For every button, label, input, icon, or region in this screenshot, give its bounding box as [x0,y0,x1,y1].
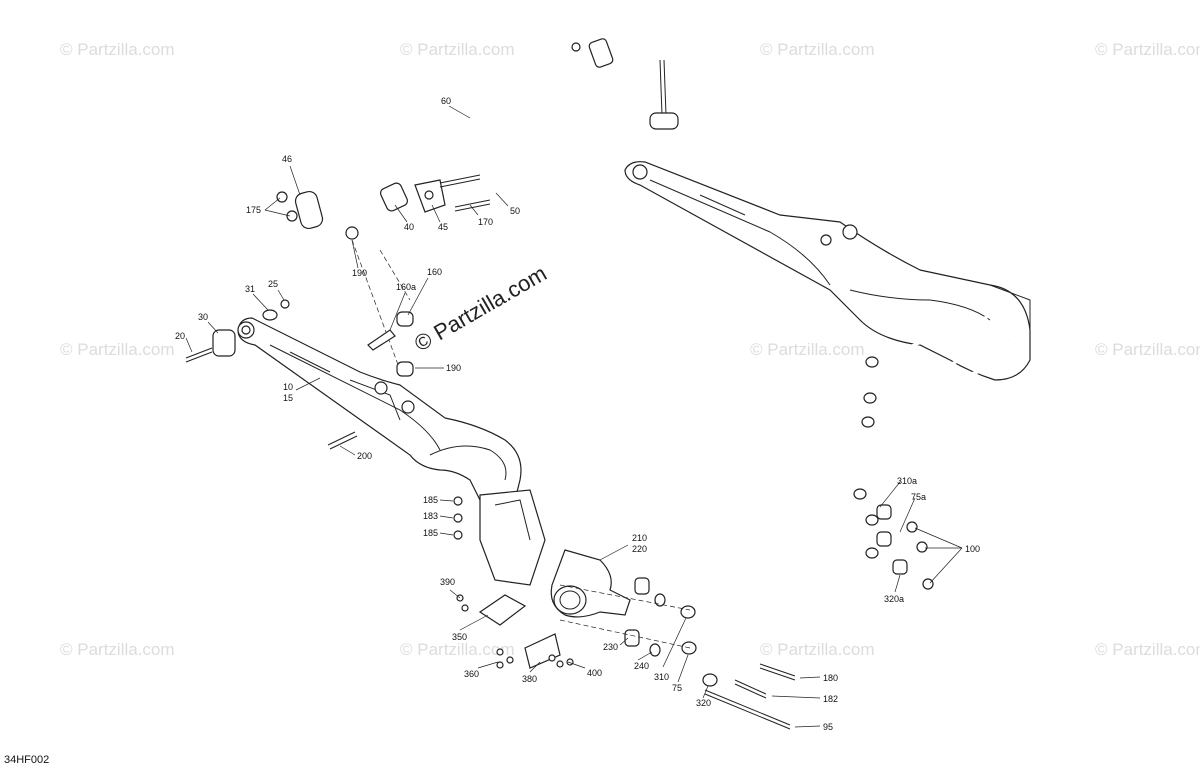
callout-230: 230 [603,642,618,652]
stabilizer-bar [276,38,679,371]
callout-350: 350 [452,632,467,642]
callout-360: 360 [464,669,479,679]
diagram-code: 34HF002 [4,754,50,766]
knuckle [550,549,666,657]
callout-75: 75 [672,683,682,693]
callout-190: 190 [352,268,367,278]
callout-20: 20 [175,331,185,341]
callout-180: 180 [823,673,838,683]
callout-40: 40 [404,222,414,232]
watermark: © Partzilla.com [750,340,865,359]
callout-10: 10 [283,382,293,392]
callout-95: 95 [823,722,833,732]
callout-160a: 160a [396,282,416,292]
trailing-arm-left [185,299,546,586]
callout-185: 185 [423,495,438,505]
callout-30: 30 [198,312,208,322]
lateral-links [559,488,934,730]
watermark: © Partzilla.com [400,40,515,59]
callout-185: 185 [423,528,438,538]
callout-380: 380 [522,674,537,684]
callout-310a: 310a [897,476,917,486]
callout-170: 170 [478,217,493,227]
callout-320a: 320a [884,594,904,604]
callout-220: 220 [632,544,647,554]
callout-31: 31 [245,284,255,294]
callout-310: 310 [654,672,669,682]
stabilizer-link [367,311,414,377]
watermark: © Partzilla.com [60,640,175,659]
leader-lines [185,105,963,728]
callout-100: 100 [965,544,980,554]
callout-25: 25 [268,279,278,289]
callout-175: 175 [246,205,261,215]
callout-46: 46 [282,154,292,164]
callout-183: 183 [423,511,438,521]
callout-15: 15 [283,393,293,403]
callout-60: 60 [441,96,451,106]
callout-50: 50 [510,206,520,216]
callout-182: 182 [823,694,838,704]
callout-400: 400 [587,668,602,678]
callout-45: 45 [438,222,448,232]
watermark: © Partzilla.com [760,40,875,59]
callout-labels: 60 46 175 40 45 170 50 190 31 25 30 20 1… [175,96,980,732]
watermark: © Partzilla.com [400,640,515,659]
watermark: © Partzilla.com [60,340,175,359]
callout-200: 200 [357,451,372,461]
callout-210: 210 [632,533,647,543]
watermark: © Partzilla.com [1095,340,1200,359]
watermark: © Partzilla.com [760,640,875,659]
callout-240: 240 [634,661,649,671]
callout-160: 160 [427,267,442,277]
callout-320: 320 [696,698,711,708]
callout-190: 190 [446,363,461,373]
callout-390: 390 [440,577,455,587]
watermark: © Partzilla.com [60,40,175,59]
watermark: © Partzilla.com [1095,40,1200,59]
brackets [453,496,574,669]
assembled-view-right [624,161,1031,428]
callout-75a: 75a [911,492,926,502]
watermark: © Partzilla.com [1095,640,1200,659]
